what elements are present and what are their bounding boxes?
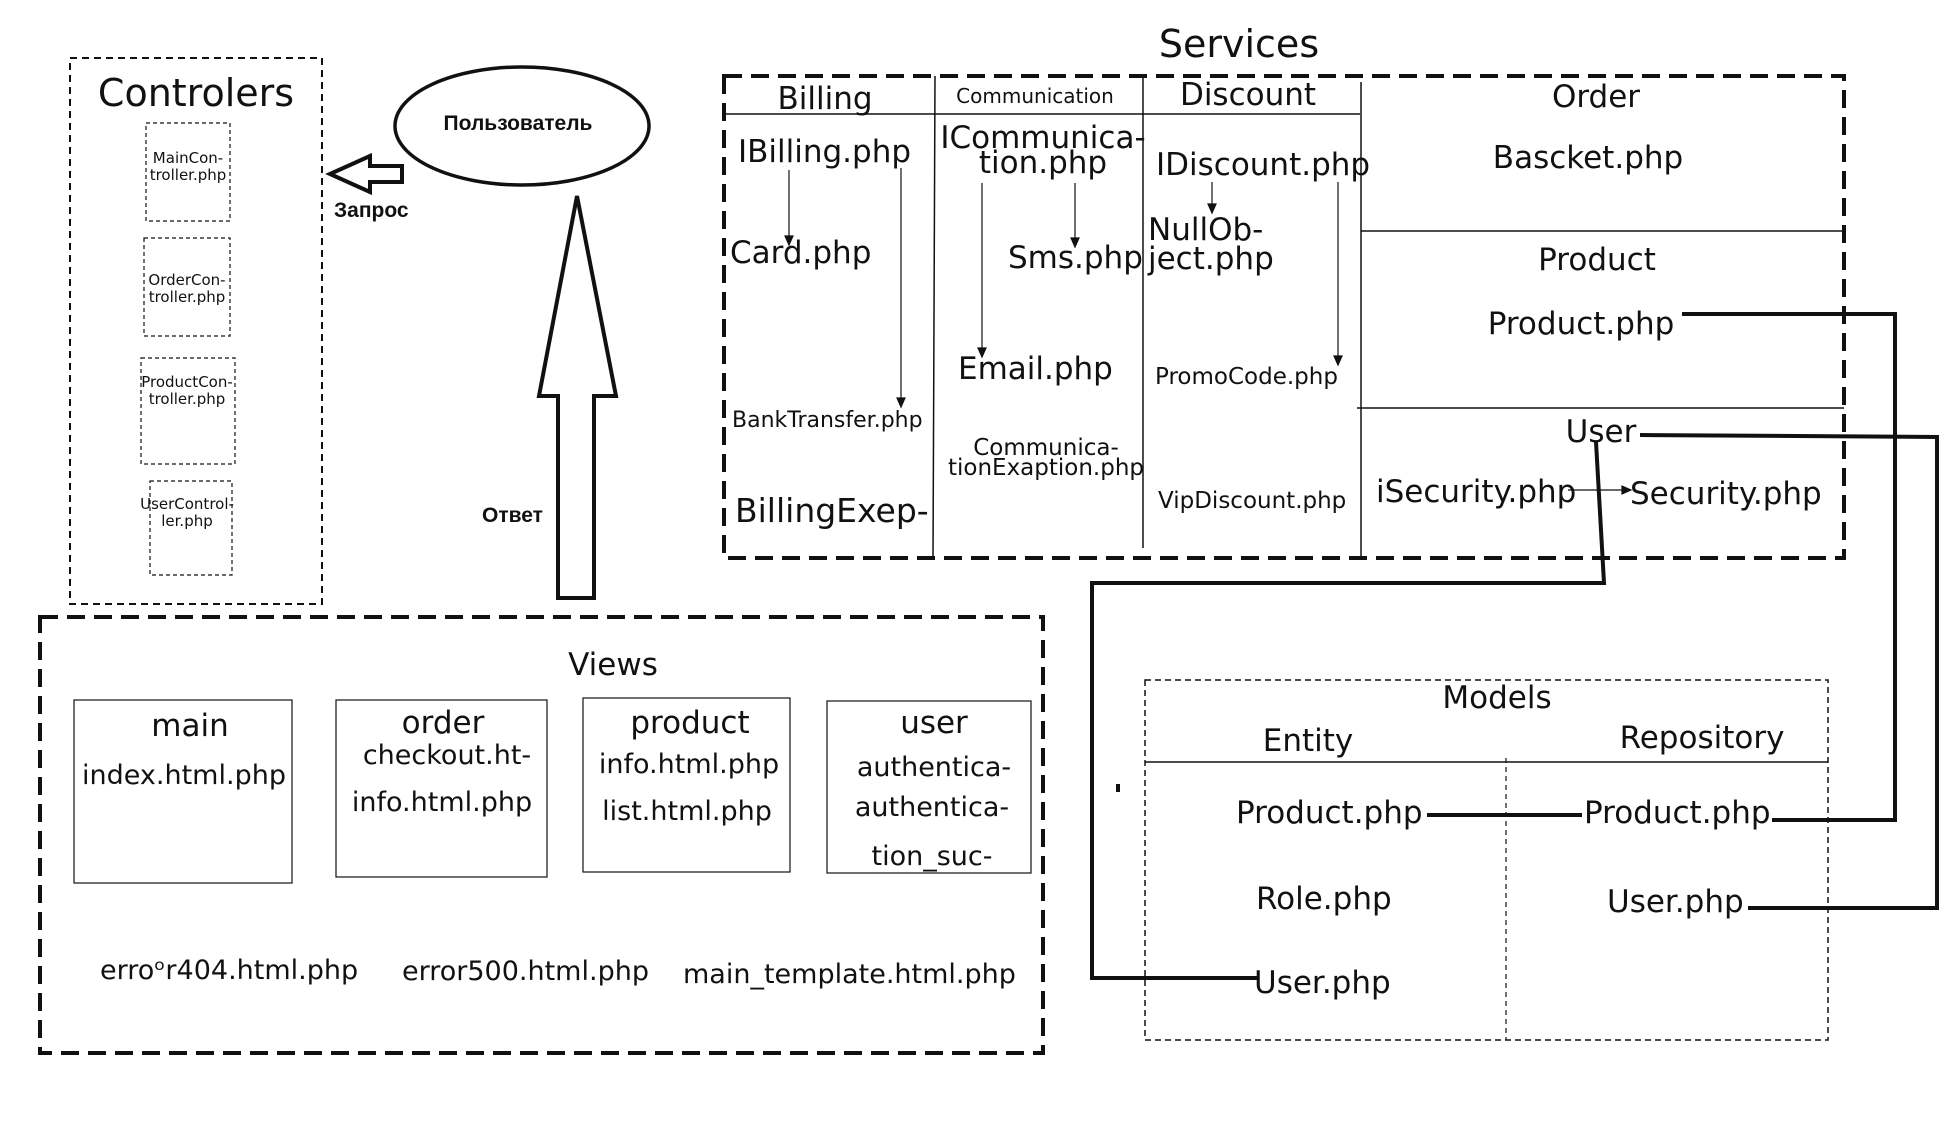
product-title: Product [1538, 242, 1656, 278]
controller-order: OrderCon- troller.php [148, 271, 226, 307]
billing-file-exception: BillingExep- [735, 491, 929, 530]
billing-divider [932, 75, 936, 559]
controllers-title: Controlers [97, 71, 295, 115]
views-box [38, 615, 1045, 1055]
user-file-isecurity: iSecurity.php [1376, 474, 1577, 510]
discount-file-vipdiscount: VipDiscount.php [1158, 488, 1347, 514]
discount-file-nullobject: NullOb- ject.php [1148, 212, 1274, 278]
models-title: Models [1442, 680, 1552, 716]
view-user-file-authentication: authentica- [856, 752, 1012, 783]
communication-file-sms: Sms.php [1008, 240, 1143, 276]
view-order-file-checkout: checkout.ht- [362, 740, 532, 771]
view-user-box [826, 700, 1032, 874]
connector-user-service-to-user-entity [1090, 441, 1607, 980]
communication-file-email: Email.php [958, 351, 1113, 387]
response-label: Ответ [482, 504, 543, 527]
entity-file-user: User.php [1254, 965, 1391, 1001]
product-controller-box [140, 357, 236, 465]
repository-file-product: Product.php [1584, 795, 1771, 831]
models-box [1144, 679, 1829, 1041]
view-user-file-authentication-2: authentica- [854, 792, 1010, 823]
discount-file-idiscount: IDiscount.php [1156, 147, 1371, 183]
view-file-error404: erroᵒr404.html.php [100, 955, 359, 986]
product-file-product: Product.php [1487, 306, 1675, 342]
services-title: Services [1158, 22, 1320, 66]
view-file-error500: error500.html.php [402, 956, 649, 987]
views-title: Views [568, 647, 658, 683]
discount-title: Discount [1179, 77, 1317, 113]
controllers-box [69, 57, 323, 605]
view-user-title: user [900, 705, 968, 741]
communication-file-icommunication: ICommunica- tion.php [940, 120, 1146, 181]
user-controller-box [149, 480, 233, 576]
billing-file-card: Card.php [730, 235, 872, 271]
order-title: Order [1551, 79, 1641, 115]
user-actor-ellipse [393, 65, 651, 187]
view-order-title: order [401, 705, 485, 741]
repository-title: Repository [1619, 720, 1785, 756]
view-main-title: main [151, 708, 229, 744]
view-main-box [73, 699, 293, 884]
discount-file-promocode: PromoCode.php [1155, 364, 1338, 390]
order-file-bascket: Bascket.php [1492, 140, 1684, 176]
billing-file-ibilling: IBilling.php [738, 134, 912, 170]
request-arrow [325, 152, 404, 196]
billing-title: Billing [777, 81, 873, 117]
user-service-title: User [1565, 414, 1637, 450]
view-product-file-list: list.html.php [602, 796, 772, 827]
thick-connectors [1090, 312, 1939, 980]
view-file-main-template: main_template.html.php [683, 959, 1016, 990]
view-order-file-info: info.html.php [351, 787, 533, 818]
view-product-file-info: info.html.php [598, 749, 780, 780]
controller-user: UserControl- ler.php [140, 495, 234, 531]
response-arrow [536, 195, 619, 600]
view-order-box [335, 699, 548, 878]
communication-file-exception: Communica- tionExaption.php [947, 435, 1145, 481]
controller-main: MainCon- troller.php [149, 149, 227, 185]
entity-file-role: Role.php [1256, 881, 1392, 917]
user-actor-label: Пользователь [443, 112, 593, 135]
main-controller-box [145, 122, 231, 222]
services-box [722, 74, 1846, 560]
view-main-file-index: index.html.php [82, 760, 286, 791]
connector-user-service-to-user-repo [1639, 433, 1939, 910]
entity-title: Entity [1262, 723, 1354, 759]
connector-product-service-to-product-repo [1682, 312, 1897, 822]
view-product-title: product [630, 705, 750, 741]
billing-file-banktransfer: BankTransfer.php [732, 408, 923, 433]
request-label: Запрос [334, 199, 409, 222]
view-product-box [582, 697, 791, 873]
view-user-file-success: tion_suc- [871, 841, 993, 872]
user-file-security: Security.php [1630, 476, 1822, 512]
stray-mark [1116, 784, 1120, 792]
communication-title: Communication [956, 84, 1114, 108]
entity-file-product: Product.php [1236, 795, 1423, 831]
controller-product: ProductCon- troller.php [141, 373, 233, 409]
repository-file-user: User.php [1607, 884, 1744, 920]
order-controller-box [143, 237, 231, 337]
service-dependency-arrows [784, 168, 1633, 495]
